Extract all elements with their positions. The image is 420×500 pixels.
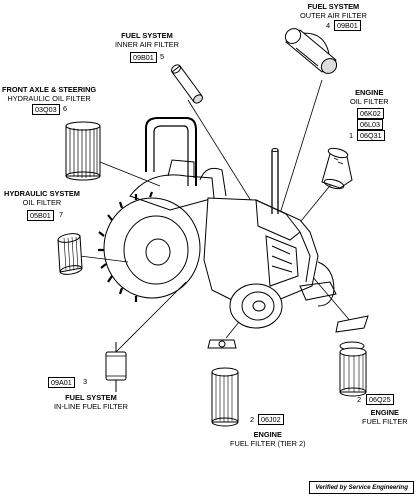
engine-fuel-filter-tier2-number: 2 [250,415,255,424]
front-axle-filter-title: FRONT AXLE & STEERING [2,85,97,94]
engine-fuel-filter-tier2-label: ENGINE FUEL FILTER (TIER 2) [230,430,306,448]
inner-air-filter-subtitle: INNER AIR FILTER [115,40,179,49]
engine-oil-filter-icon [322,147,352,191]
engine-fuel-filter-tier2-subtitle: FUEL FILTER (TIER 2) [230,439,306,448]
outer-air-filter-code: 09B01 [334,20,361,31]
inner-air-filter-number: 5 [160,52,165,61]
hydraulic-filter-label: HYDRAULIC SYSTEM OIL FILTER [4,189,80,207]
outer-air-filter-title: FUEL SYSTEM [307,2,360,11]
engine-fuel-filter-tier2-title: ENGINE [253,430,282,439]
hydraulic-filter-title: HYDRAULIC SYSTEM [4,189,80,198]
engine-fuel-filter-title: ENGINE [370,408,399,417]
tractor-illustration [98,118,336,328]
hydraulic-filter-subtitle: OIL FILTER [22,198,62,207]
engine-fuel-filter-label: ENGINE FUEL FILTER [362,408,408,426]
inner-air-filter-code: 09B01 [130,52,157,63]
inner-air-filter-title: FUEL SYSTEM [121,31,173,40]
outer-air-filter-subtitle: OUTER AIR FILTER [300,11,367,20]
inline-fuel-filter-label: FUEL SYSTEM IN-LINE FUEL FILTER [54,393,128,411]
inner-air-filter-icon [170,63,204,105]
front-axle-filter-number: 6 [63,104,68,113]
engine-oil-filter-title: ENGINE [355,88,384,97]
inline-fuel-filter-code: 09A01 [48,377,75,388]
hydraulic-filter-code: 05B01 [27,210,54,221]
hydraulic-filter-number: 7 [59,210,64,219]
hydraulic-system-oil-filter-icon [57,232,82,276]
engine-fuel-filter-subtitle: FUEL FILTER [362,417,408,426]
front-axle-filter-subtitle: HYDRAULIC OIL FILTER [7,94,91,103]
inline-fuel-filter-number: 3 [83,377,88,386]
engine-oil-filter-subtitle: OIL FILTER [350,97,389,106]
inline-fuel-filter-icon [106,342,126,392]
engine-oil-filter-number: 1 [349,131,354,140]
engine-fuel-filter-number: 2 [357,395,362,404]
inline-fuel-filter-subtitle: IN-LINE FUEL FILTER [54,402,128,411]
engine-oil-filter-code-2: 06L03 [357,119,383,130]
engine-oil-filter-code-3: 06Q31 [357,130,385,141]
verified-badge: Verified by Service Engineering [309,481,414,494]
engine-oil-filter-code-1: 06K02 [357,108,384,119]
outer-air-filter-label: FUEL SYSTEM OUTER AIR FILTER [300,2,367,20]
engine-fuel-filter-code: 06Q25 [366,394,394,405]
engine-oil-filter-label: ENGINE OIL FILTER [350,88,389,106]
engine-fuel-filter-tier2-code: 06J02 [258,414,284,425]
engine-fuel-filter-icon [336,316,368,396]
engine-fuel-filter-tier2-icon [208,340,238,426]
hydraulic-oil-filter-icon [66,122,100,180]
outer-air-filter-number: 4 [326,21,331,30]
inner-air-filter-label: FUEL SYSTEM INNER AIR FILTER [115,31,179,49]
front-axle-filter-label: FRONT AXLE & STEERING HYDRAULIC OIL FILT… [2,85,96,103]
inline-fuel-filter-title: FUEL SYSTEM [65,393,117,402]
front-axle-filter-code: 03Q03 [32,104,60,115]
outer-air-filter-icon [282,25,339,76]
